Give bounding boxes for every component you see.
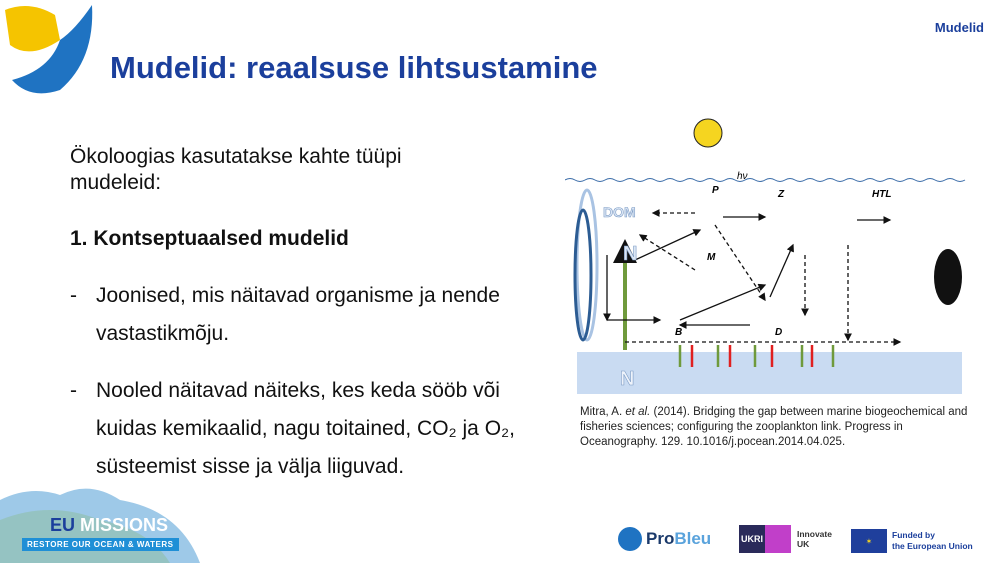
label-m: M — [707, 252, 716, 263]
sediment-layer — [577, 352, 962, 394]
eu-missions-logo: EU MISSIONS — [50, 515, 169, 535]
eu-flag-icon: ✶ — [851, 529, 887, 553]
probleu-icon — [618, 527, 642, 551]
sun-icon — [693, 118, 723, 148]
label-p: P — [712, 185, 719, 196]
sea-surface — [565, 178, 966, 182]
label-hv: hν — [737, 171, 748, 182]
mission-logo-icon — [5, 5, 93, 94]
label-dom: DOM — [603, 204, 636, 220]
label-n: N — [623, 243, 637, 265]
label-z: Z — [777, 189, 785, 200]
page-title: Mudelid: reaalsuse lihtsustamine — [110, 50, 598, 85]
bullet-item: - Joonised, mis näitavad organisme ja ne… — [70, 284, 500, 345]
ecosystem-diagram: DOM N N P Z M B D HTL hν — [565, 118, 966, 394]
orca-icon — [934, 249, 962, 305]
eu-missions-subtitle: RESTORE OUR OCEAN & WATERS — [22, 538, 179, 551]
section-heading: 1. Kontseptuaalsed mudelid — [70, 227, 349, 250]
label-htl: HTL — [872, 189, 891, 200]
figure-caption: Mitra, A. et al. (2014). Bridging the ga… — [580, 406, 968, 448]
label-b: B — [675, 327, 682, 338]
label-d: D — [775, 327, 782, 338]
bullet-item: - Nooled näitavad näiteks, kes keda sööb… — [70, 379, 516, 478]
section-tag: Mudelid — [934, 20, 984, 35]
intro-text: Ökoloogias kasutatakse kahte tüüpi mudel… — [70, 145, 402, 194]
label-n-sediment: N — [620, 368, 634, 390]
